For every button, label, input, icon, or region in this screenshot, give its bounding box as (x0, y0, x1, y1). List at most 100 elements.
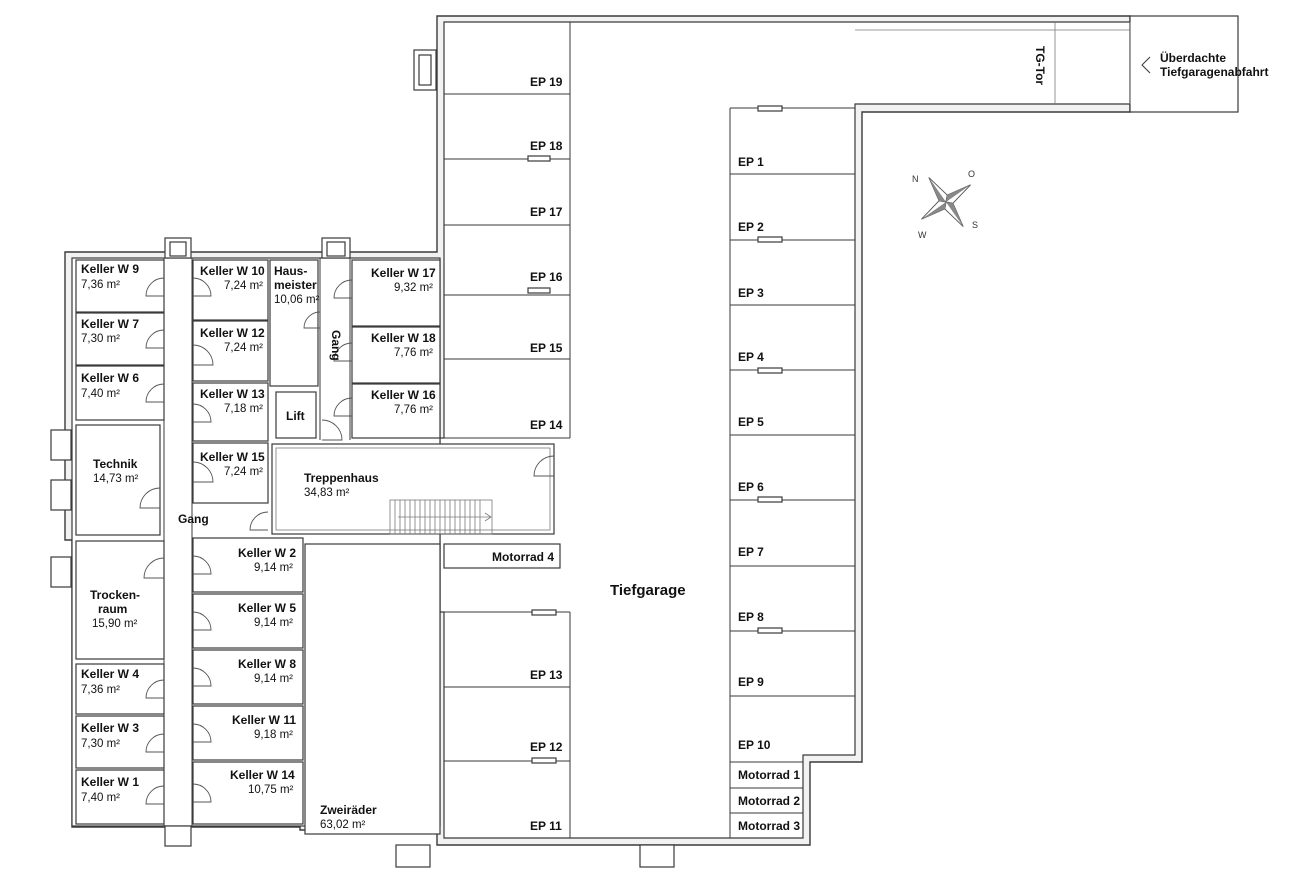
label-ep13: EP 13 (530, 668, 563, 682)
label-ep2: EP 2 (738, 220, 764, 234)
label-ep10: EP 10 (738, 738, 771, 752)
label-ep1: EP 1 (738, 155, 764, 169)
area-keller-w1: 7,40 m² (81, 792, 120, 804)
label-keller-w8: Keller W 8 (238, 657, 296, 671)
label-keller-w9: Keller W 9 (81, 262, 139, 276)
area-keller-w17: 9,32 m² (394, 282, 433, 294)
label-motorrad3: Motorrad 3 (738, 819, 800, 833)
label-ep18: EP 18 (530, 139, 563, 153)
label-zweiraeder: Zweiräder (320, 803, 377, 817)
area-keller-w16: 7,76 m² (394, 404, 433, 416)
label-tg-tor: TG-Tor (1033, 46, 1047, 85)
area-keller-w3: 7,30 m² (81, 738, 120, 750)
label-ep11: EP 11 (530, 819, 562, 833)
label-keller-w1: Keller W 1 (81, 775, 139, 789)
label-keller-w18: Keller W 18 (371, 331, 436, 345)
label-ep9: EP 9 (738, 675, 764, 689)
label-gang-mid: Gang (329, 330, 343, 361)
area-keller-w8: 9,14 m² (254, 673, 293, 685)
label-ep5: EP 5 (738, 415, 764, 429)
label-keller-w6: Keller W 6 (81, 371, 139, 385)
doors (139, 277, 555, 805)
treppenhaus-room (271, 443, 555, 535)
label-keller-w5: Keller W 5 (238, 601, 296, 615)
label-ep15: EP 15 (530, 341, 563, 355)
parking-right (729, 107, 855, 838)
label-motorrad2: Motorrad 2 (738, 794, 800, 808)
label-ep3: EP 3 (738, 286, 764, 300)
right-keller-column (351, 259, 441, 439)
area-keller-w9: 7,36 m² (81, 279, 120, 291)
area-keller-w18: 7,76 m² (394, 347, 433, 359)
area-keller-w2: 9,14 m² (254, 562, 293, 574)
label-technik: Technik (93, 457, 138, 471)
area-keller-w4: 7,36 m² (81, 684, 120, 696)
ramp (1129, 15, 1239, 113)
zweiraeder-room (304, 543, 441, 835)
label-ep8: EP 8 (738, 610, 764, 624)
area-keller-w13: 7,18 m² (224, 403, 263, 415)
area-keller-w15: 7,24 m² (224, 466, 263, 478)
label-ep7: EP 7 (738, 545, 764, 559)
hausmeister-room (269, 259, 319, 387)
area-keller-w5: 9,14 m² (254, 617, 293, 629)
label-keller-w10: Keller W 10 (200, 264, 265, 278)
label-keller-w3: Keller W 3 (81, 721, 139, 735)
compass-o: O (968, 169, 975, 179)
area-keller-w10: 7,24 m² (224, 280, 263, 292)
label-ep6: EP 6 (738, 480, 764, 494)
charger-marks (527, 105, 783, 764)
label-gang-left: Gang (178, 512, 209, 526)
label-ep16: EP 16 (530, 270, 563, 284)
area-treppenhaus: 34,83 m² (304, 487, 350, 499)
label-hausmeister-1: Haus- (274, 264, 307, 278)
label-hausmeister-2: meister (274, 278, 317, 292)
label-motorrad1: Motorrad 1 (738, 768, 800, 782)
light-wells (50, 49, 675, 868)
label-motorrad4: Motorrad 4 (492, 550, 554, 564)
stairs (389, 499, 493, 535)
label-ep17: EP 17 (530, 205, 563, 219)
label-ep19: EP 19 (530, 75, 563, 89)
label-abfahrt-2: Tiefgaragenabfahrt (1160, 65, 1268, 79)
area-hausmeister: 10,06 m² (274, 294, 320, 306)
label-treppenhaus: Treppenhaus (304, 471, 379, 485)
left-column (75, 259, 165, 825)
area-zweiraeder: 63,02 m² (320, 819, 366, 831)
label-tiefgarage: Tiefgarage (610, 582, 686, 599)
compass-rose (921, 177, 971, 227)
area-keller-w7: 7,30 m² (81, 333, 120, 345)
area-keller-w11: 9,18 m² (254, 729, 293, 741)
label-lift: Lift (286, 409, 305, 423)
label-ep4: EP 4 (738, 350, 764, 364)
label-keller-w4: Keller W 4 (81, 667, 139, 681)
compass-w: W (918, 230, 927, 240)
lower-keller-column (192, 537, 304, 825)
label-keller-w15: Keller W 15 (200, 450, 265, 464)
ramp-arrow-icon (1141, 56, 1151, 74)
parking-left-top (444, 22, 571, 439)
area-keller-w12: 7,24 m² (224, 342, 263, 354)
label-keller-w16: Keller W 16 (371, 388, 436, 402)
area-trocken: 15,90 m² (92, 618, 138, 630)
compass-n: N (912, 174, 919, 184)
area-keller-w6: 7,40 m² (81, 388, 120, 400)
area-keller-w14: 10,75 m² (248, 784, 294, 796)
label-keller-w17: Keller W 17 (371, 266, 436, 280)
label-keller-w12: Keller W 12 (200, 326, 265, 340)
lift-shaft (275, 391, 317, 439)
mid-column (192, 259, 269, 504)
label-abfahrt-1: Überdachte (1160, 50, 1226, 65)
area-technik: 14,73 m² (93, 473, 139, 485)
label-keller-w11: Keller W 11 (232, 713, 296, 727)
label-keller-w7: Keller W 7 (81, 317, 139, 331)
label-keller-w14: Keller W 14 (230, 768, 295, 782)
label-trocken-1: Trocken- (90, 588, 140, 602)
label-ep12: EP 12 (530, 740, 563, 754)
label-ep14: EP 14 (530, 418, 563, 432)
label-keller-w2: Keller W 2 (238, 546, 296, 560)
motorrad4-slot (443, 543, 561, 569)
label-keller-w13: Keller W 13 (200, 387, 265, 401)
compass-s: S (972, 220, 978, 230)
